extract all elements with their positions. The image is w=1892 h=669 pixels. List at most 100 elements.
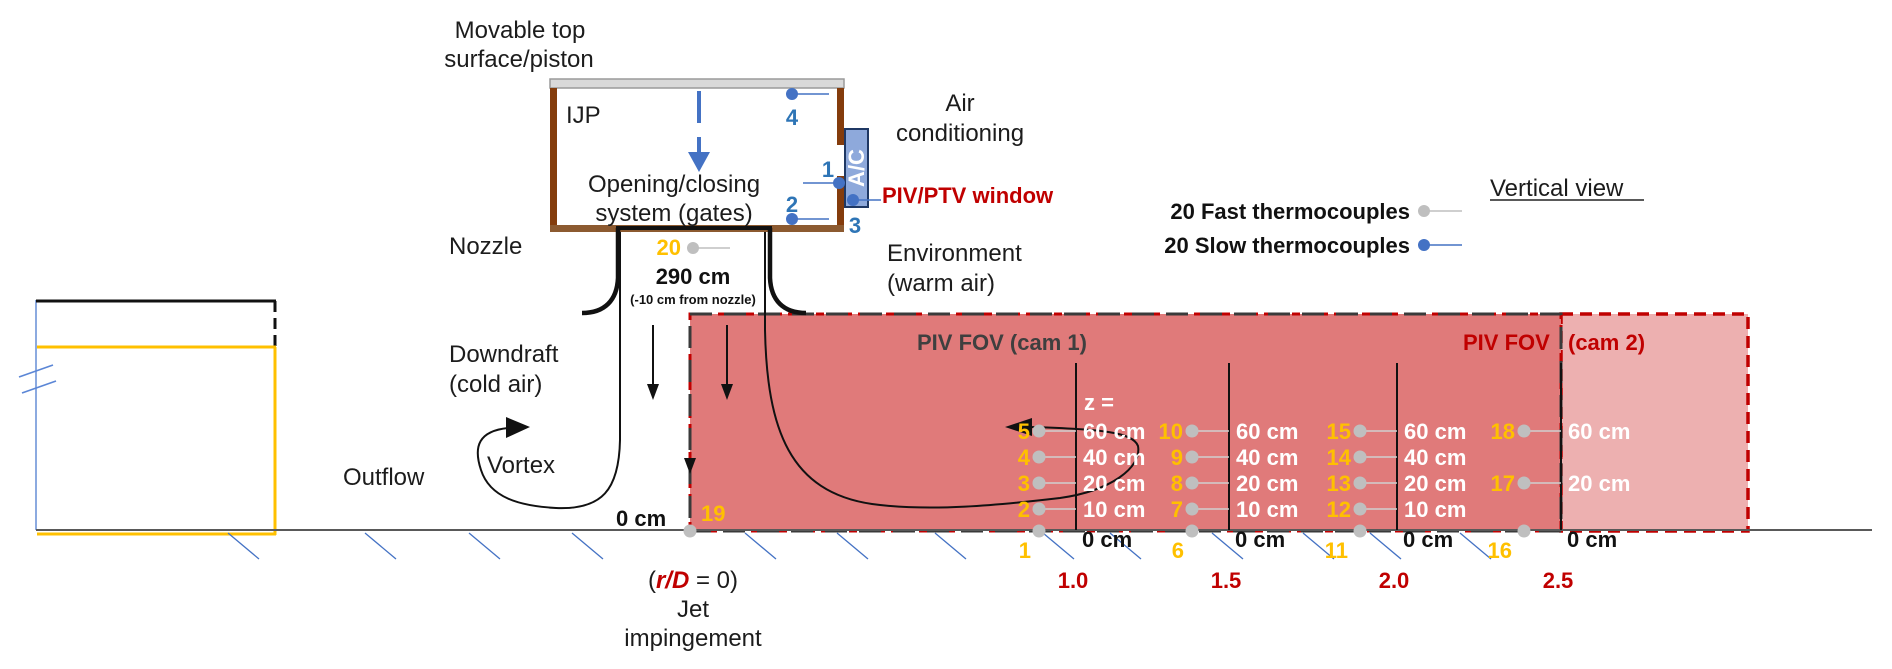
view-label: Vertical view	[1490, 175, 1624, 202]
ground-height-label: 0 cm	[1082, 527, 1132, 552]
ground-hatch-mark	[934, 532, 967, 560]
ground-hatch-mark	[227, 532, 260, 560]
slow-thermocouple-dot	[786, 213, 798, 225]
station-r-d-2.0: 15 60 cm 14 40 cm 13 20 cm 12 10 cm 11 0 cm 2.0	[1325, 363, 1466, 593]
height-label: 60 cm	[1404, 419, 1466, 444]
left-jet-streamline	[476, 232, 621, 510]
gates-label-line2: system (gates)	[595, 200, 752, 227]
height-label: 10 cm	[1236, 497, 1298, 522]
movable-top-label-line1: Movable top	[455, 17, 586, 44]
piv-fov-cam1-region	[688, 312, 1563, 533]
fast-thermocouple-id: 17	[1491, 471, 1515, 496]
height-label: 10 cm	[1404, 497, 1466, 522]
fast-thermocouple-id: 11	[1325, 538, 1348, 563]
air-conditioning-label-line1: Air	[945, 90, 974, 117]
legend-slow-label: 20 Slow thermocouples	[1164, 233, 1410, 258]
radial-position-label: 2.5	[1543, 568, 1574, 593]
jet-impingement-label-line1: Jet	[677, 596, 709, 623]
fast-thermocouple-id: 14	[1327, 445, 1352, 470]
height-label: 60 cm	[1083, 419, 1145, 444]
impingement-thermocouple-id: 19	[701, 501, 725, 526]
ground-hatch-mark	[468, 532, 501, 560]
height-label: 60 cm	[1236, 419, 1298, 444]
ground-hatch-mark	[1211, 532, 1244, 560]
height-label: 20 cm	[1083, 471, 1145, 496]
nozzle-thermocouple-id: 20	[657, 235, 681, 260]
fast-thermocouple-dot	[1353, 524, 1367, 538]
fast-thermocouple-dot	[1353, 424, 1367, 438]
height-label: 40 cm	[1404, 445, 1466, 470]
flow-paths	[476, 232, 1140, 510]
fast-thermocouple-id: 10	[1159, 419, 1183, 444]
right-jet-streamline	[764, 232, 1140, 509]
fast-thermocouple-id: 15	[1327, 419, 1351, 444]
rd-close: = 0)	[689, 567, 738, 594]
nozzle-height-note: (-10 cm from nozzle)	[630, 292, 756, 307]
fast-thermocouple-dot	[1517, 476, 1531, 490]
rd-open: (	[648, 567, 656, 594]
fast-thermocouple-dot	[1185, 524, 1199, 538]
ground-height-label: 0 cm	[1235, 527, 1285, 552]
impingement-ground-height: 0 cm	[616, 506, 666, 531]
jet-impingement-label-line2: impingement	[624, 625, 762, 652]
downdraft-label-line2: (cold air)	[449, 371, 542, 398]
fast-thermocouple-id: 16	[1488, 538, 1512, 563]
rd-variable: r/D	[656, 567, 689, 594]
down-arrow-icon	[647, 384, 659, 400]
height-label: 20 cm	[1404, 471, 1466, 496]
nozzle	[581, 226, 807, 316]
fast-thermocouple-id: 6	[1172, 538, 1184, 563]
chamber-right-wall-upper	[837, 88, 844, 145]
ground-hatch-mark	[571, 532, 604, 560]
piv-ptv-window-label: PIV/PTV window	[882, 183, 1054, 208]
ijp-chamber: A/C IJP Opening/closing system (gates) 4…	[549, 78, 881, 238]
fast-thermocouple-id: 9	[1171, 445, 1183, 470]
piv-fov-cam2-label-a: PIV FOV	[1463, 330, 1550, 355]
fast-thermocouple-dot	[1185, 476, 1199, 490]
fast-thermocouple-id: 13	[1327, 471, 1351, 496]
height-label: 20 cm	[1568, 471, 1630, 496]
radial-position-label: 1.5	[1211, 568, 1242, 593]
nozzle-right-wall	[767, 228, 807, 316]
radial-position-zero-label: (r/D = 0)	[648, 567, 738, 594]
fast-thermocouple-dot	[1353, 502, 1367, 516]
ground-hatch-mark	[1459, 532, 1492, 560]
nozzle-height-label: 290 cm	[656, 264, 731, 289]
downdraft-label-line1: Downdraft	[449, 341, 559, 368]
impingement-thermocouple-dot	[683, 524, 697, 538]
fast-thermocouple-id: 5	[1018, 419, 1030, 444]
nozzle-label: Nozzle	[449, 233, 522, 260]
ground-hatch-mark	[1042, 532, 1075, 560]
fast-thermocouple-id: 2	[1018, 497, 1030, 522]
height-label: 40 cm	[1236, 445, 1298, 470]
z-label: z =	[1084, 390, 1114, 415]
reference-box	[18, 299, 277, 536]
chamber-left-wall	[550, 88, 557, 231]
chamber-name: IJP	[566, 102, 601, 129]
slow-thermocouple-id: 4	[786, 105, 799, 130]
piv-fov-cam1-label: PIV FOV (cam 1)	[917, 330, 1087, 355]
ground-hatching	[227, 532, 1492, 560]
ground-height-label: 0 cm	[1403, 527, 1453, 552]
radial-position-label: 2.0	[1379, 568, 1410, 593]
height-label: 10 cm	[1083, 497, 1145, 522]
slow-thermocouple-id: 2	[786, 192, 798, 217]
air-conditioning-label-line2: conditioning	[896, 120, 1024, 147]
fast-thermocouple-id: 12	[1327, 497, 1351, 522]
fast-thermocouple-icon	[1418, 205, 1430, 217]
fast-thermocouple-dot	[1353, 476, 1367, 490]
movable-piston	[549, 78, 845, 89]
height-label: 20 cm	[1236, 471, 1298, 496]
slow-thermocouple-id: 3	[849, 213, 861, 238]
piv-fov	[688, 312, 1750, 533]
slow-thermocouple-id: 1	[822, 157, 834, 182]
ac-label: A/C	[844, 149, 869, 187]
fast-thermocouple-dot	[1517, 424, 1531, 438]
fast-thermocouple-dot	[1353, 450, 1367, 464]
slow-thermocouple-1: 1	[803, 157, 845, 189]
